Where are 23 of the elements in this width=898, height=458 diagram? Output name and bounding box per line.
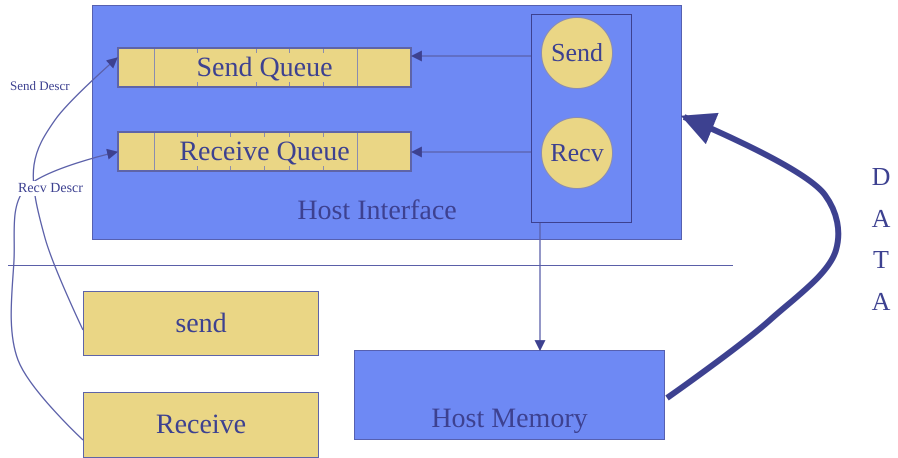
node-label: Recv — [550, 139, 604, 167]
node-label: Receive — [156, 410, 246, 440]
process-box — [83, 291, 319, 356]
edge-label: Recv Descr — [18, 181, 83, 196]
node-label: Send Queue — [196, 52, 333, 82]
arrow — [10, 148, 118, 440]
arrow — [410, 50, 531, 62]
node-label: Host Interface — [297, 196, 457, 225]
arrow — [410, 146, 531, 158]
node-label: Receive Queue — [179, 136, 350, 166]
node-label: Host Memory — [431, 404, 588, 433]
arrow — [534, 223, 546, 352]
queue-box — [117, 131, 412, 172]
queue-box — [117, 47, 412, 88]
component-box — [92, 5, 682, 240]
node-label: Send — [551, 39, 603, 67]
node-label: send — [175, 308, 227, 338]
process-box — [83, 392, 319, 458]
edge-label: Send Descr — [10, 79, 70, 94]
thick-arrow — [665, 112, 842, 400]
arrow — [32, 57, 118, 330]
component-box — [354, 350, 665, 440]
processor-box — [531, 14, 632, 223]
